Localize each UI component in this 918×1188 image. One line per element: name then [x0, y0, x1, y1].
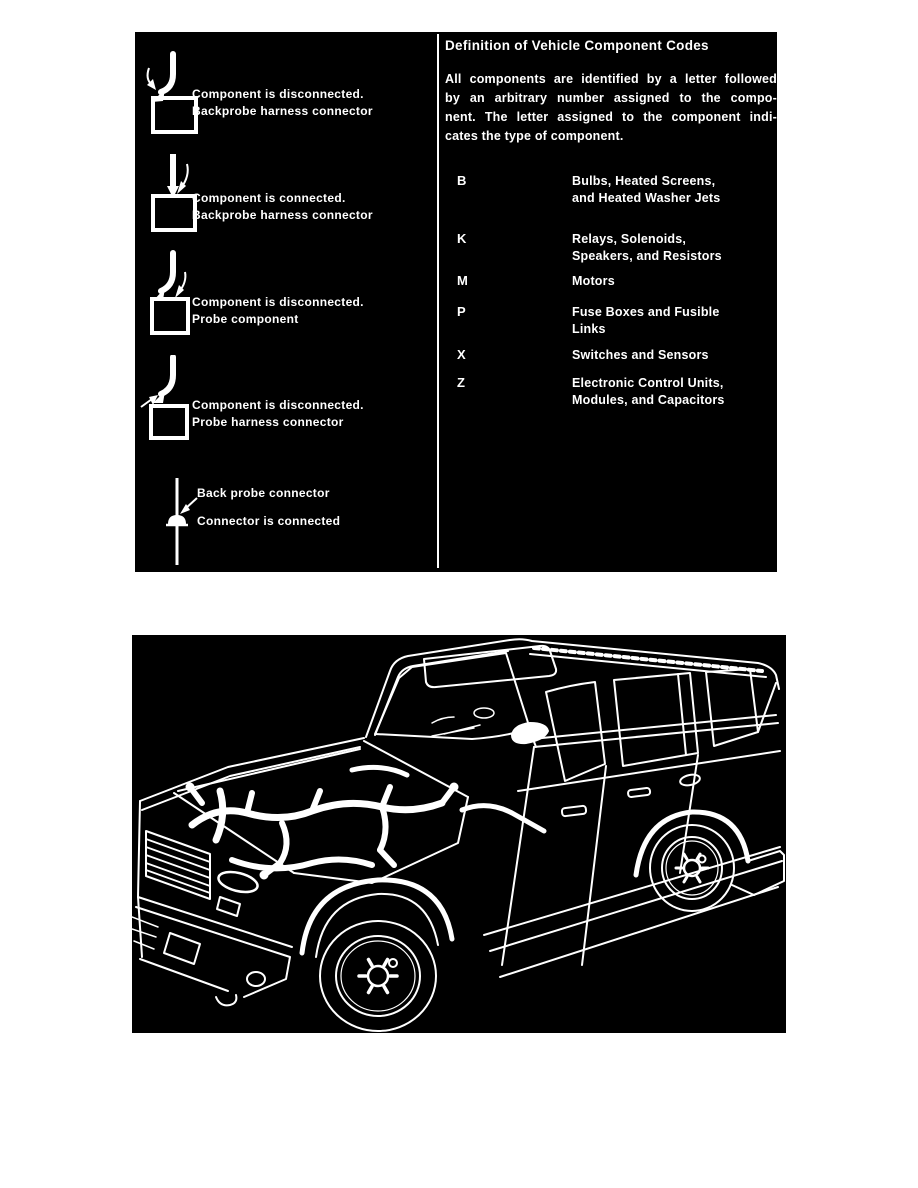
front-bumper [137, 896, 293, 948]
legend-caption: Back probe connector [197, 486, 330, 500]
wipers [431, 724, 481, 737]
probe-harness-icon [140, 355, 189, 440]
front-door-window [545, 681, 606, 782]
code-description: Motors [572, 273, 615, 290]
rear-wheel-arch [633, 809, 751, 878]
definitions-title: Definition of Vehicle Component Codes [445, 38, 709, 53]
code-letter: K [457, 231, 467, 246]
wiring-harness [185, 764, 547, 880]
fog-light [246, 971, 266, 987]
definitions-paragraph-line: All components are identified by a lette… [445, 72, 777, 86]
windshield [374, 652, 531, 740]
rear-door-handle [627, 787, 652, 798]
legend-caption: Component is disconnected. Probe harness… [192, 397, 364, 431]
code-description-line: Modules, and Capacitors [572, 393, 725, 407]
code-description-line: Electronic Control Units, [572, 376, 724, 390]
probe-component-icon [150, 250, 190, 335]
rear-bumper [747, 850, 785, 896]
front-hub [366, 964, 390, 988]
code-description-line: Switches and Sensors [572, 348, 709, 362]
definitions-paragraph-line: by an arbitrary number assigned to the c… [445, 91, 777, 105]
legend-caption-line2: Probe component [192, 312, 299, 326]
legend-caption: Component is disconnected. Backprobe har… [192, 86, 373, 120]
code-description-line: and Heated Washer Jets [572, 191, 721, 205]
code-letter: Z [457, 375, 465, 390]
backprobe-disconnected-icon [146, 51, 198, 134]
code-description: Bulbs, Heated Screens, and Heated Washer… [572, 173, 720, 207]
code-description: Relays, Solenoids, Speakers, and Resisto… [572, 231, 722, 265]
license-plate [163, 932, 201, 965]
grille [145, 830, 211, 900]
legend-caption: Connector is connected [197, 514, 341, 528]
inline-connector-icon [166, 478, 198, 565]
headlight [217, 870, 259, 894]
front-door-handle [560, 804, 588, 818]
legend-caption: Component is connected. Backprobe harnes… [192, 190, 373, 224]
front-wheel-arch [299, 877, 455, 956]
legend-caption-line1: Component is disconnected. [192, 295, 364, 309]
code-description: Switches and Sensors [572, 347, 709, 364]
sunroof [423, 644, 558, 689]
quarter-window [705, 668, 759, 747]
legend-caption-line2: Backprobe harness connector [192, 208, 373, 222]
legend-caption-line1: Component is disconnected. [192, 398, 364, 412]
legend-caption-line2: Backprobe harness connector [192, 104, 373, 118]
definitions-paragraph-line: nent. The letter assigned to the compone… [445, 110, 777, 124]
legend-definitions-panel: Component is disconnected. Backprobe har… [135, 32, 777, 572]
code-letter: X [457, 347, 466, 362]
legend-caption-line2: Probe harness connector [192, 415, 344, 429]
rear-hub [682, 858, 702, 878]
column-divider [437, 34, 439, 568]
rear-tire [649, 824, 735, 912]
roof-rail [532, 646, 764, 673]
code-letter: P [457, 304, 466, 319]
backprobe-connected-icon [151, 154, 197, 232]
rear-door-window [613, 672, 699, 767]
turn-signal [216, 896, 241, 917]
code-description: Fuse Boxes and Fusible Links [572, 304, 720, 338]
code-description-line: Relays, Solenoids, [572, 232, 687, 246]
legend-caption-line1: Component is disconnected. [192, 87, 364, 101]
code-letter: M [457, 273, 468, 288]
code-description-line: Speakers, and Resistors [572, 249, 722, 263]
code-description-line: Links [572, 322, 606, 336]
code-description: Electronic Control Units, Modules, and C… [572, 375, 725, 409]
vehicle-panel [132, 635, 786, 1033]
range-rover-illustration [132, 638, 785, 1032]
fuel-filler-cap [679, 773, 701, 787]
code-description-line: Fuse Boxes and Fusible [572, 305, 720, 319]
definitions-paragraph-line: cates the type of component. [445, 129, 624, 143]
front-tire [319, 920, 437, 1032]
code-letter: B [457, 173, 467, 188]
code-description-line: Bulbs, Heated Screens, [572, 174, 716, 188]
code-description-line: Motors [572, 274, 615, 288]
tow-hook [215, 994, 238, 1007]
legend-caption-line1: Component is connected. [192, 191, 346, 205]
legend-caption: Component is disconnected. Probe compone… [192, 294, 364, 328]
